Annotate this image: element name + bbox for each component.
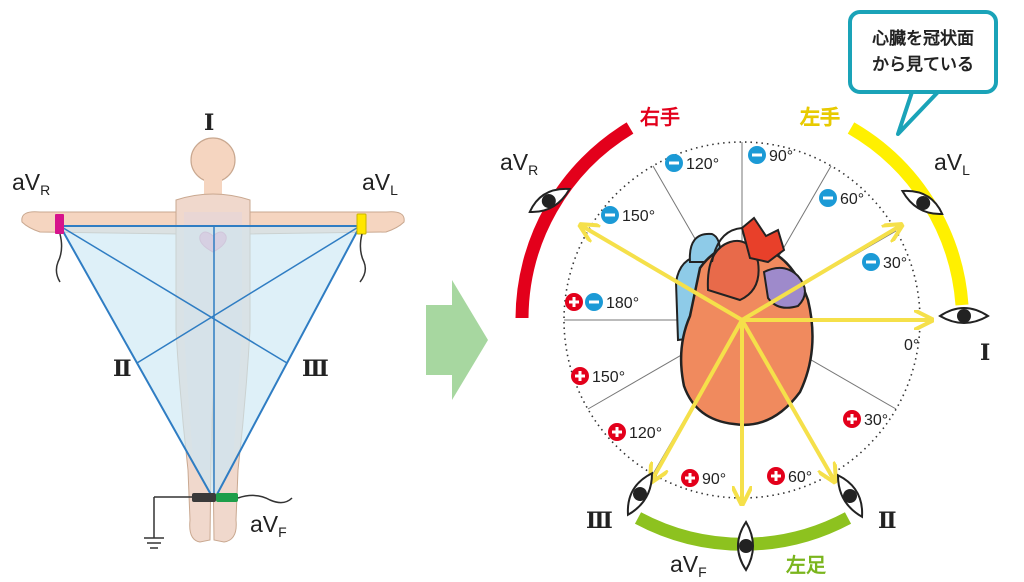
svg-text:150°: 150°	[622, 208, 655, 225]
einthoven-triangle	[58, 225, 362, 503]
eye-icon-avf	[737, 520, 754, 572]
right-hand-arc	[515, 122, 634, 319]
avr-label-right: aVR	[500, 149, 538, 178]
electrode-left-arm	[356, 213, 367, 235]
lead-III-label-left: Ⅲ	[302, 356, 329, 381]
avf-label-left: aVF	[250, 511, 287, 540]
positive-angle-120: 120°	[608, 423, 662, 442]
lead-II-label-left: Ⅱ	[113, 356, 132, 381]
positive-angle-60: 60°	[767, 467, 812, 486]
positive-angle-90: 90°	[681, 469, 726, 488]
negative-angle-30: 30°	[862, 253, 907, 272]
negative-angle-150: 150°	[601, 206, 655, 225]
left-hand-label: 左手	[800, 105, 840, 129]
angle-0: 0°	[904, 337, 919, 354]
svg-text:90°: 90°	[769, 148, 793, 165]
right-hand-label: 右手	[640, 105, 680, 129]
negative-angle-60: 60°	[819, 189, 864, 208]
negative-angle-90: 90°	[748, 146, 793, 165]
left-foot-label: 左足	[786, 553, 827, 577]
positive-angle-30: 30°	[843, 410, 888, 429]
lead-I-label-left: Ⅰ	[204, 110, 214, 135]
eye-icon-avl	[900, 189, 944, 216]
avl-label-right: aVL	[934, 149, 970, 178]
eye-icon-avr	[528, 187, 572, 214]
svg-text:180°: 180°	[606, 295, 639, 312]
svg-text:150°: 150°	[592, 369, 625, 386]
heart-illustration	[674, 216, 814, 427]
lead-I-label-right: Ⅰ	[980, 340, 990, 365]
svg-text:90°: 90°	[702, 471, 726, 488]
callout-line-2: から見ている	[872, 55, 974, 74]
eye-icon-lead-I	[938, 307, 990, 324]
lead-vectors	[582, 226, 930, 502]
avf-label-right: aVF	[670, 551, 707, 580]
lead-II-label-right: Ⅱ	[878, 508, 897, 533]
callout-line-1: 心臓を冠状面	[872, 29, 974, 48]
svg-text:30°: 30°	[883, 255, 907, 272]
avl-label-left: aVL	[362, 169, 398, 198]
electrode-right-arm	[55, 214, 64, 234]
svg-text:120°: 120°	[686, 156, 719, 173]
transition-arrow	[426, 280, 488, 400]
electrode-right-leg	[192, 493, 216, 502]
lead-III-label-right: Ⅲ	[586, 508, 613, 533]
svg-text:30°: 30°	[864, 412, 888, 429]
svg-text:60°: 60°	[788, 469, 812, 486]
negative-angle-120: 120°	[665, 154, 719, 173]
avr-label-left: aVR	[12, 169, 50, 198]
svg-text:60°: 60°	[840, 191, 864, 208]
positive-angle-150: 150°	[571, 367, 625, 386]
ground-symbol	[144, 496, 192, 549]
callout-tail	[896, 90, 940, 136]
callout-box: 心臓を冠状面 から見ている	[848, 10, 998, 94]
eye-icon-lead-III	[626, 471, 654, 517]
svg-text:120°: 120°	[629, 425, 662, 442]
eye-icon-lead-II	[836, 473, 864, 519]
angle-180: 180°	[565, 293, 639, 312]
electrode-left-leg	[216, 493, 238, 502]
